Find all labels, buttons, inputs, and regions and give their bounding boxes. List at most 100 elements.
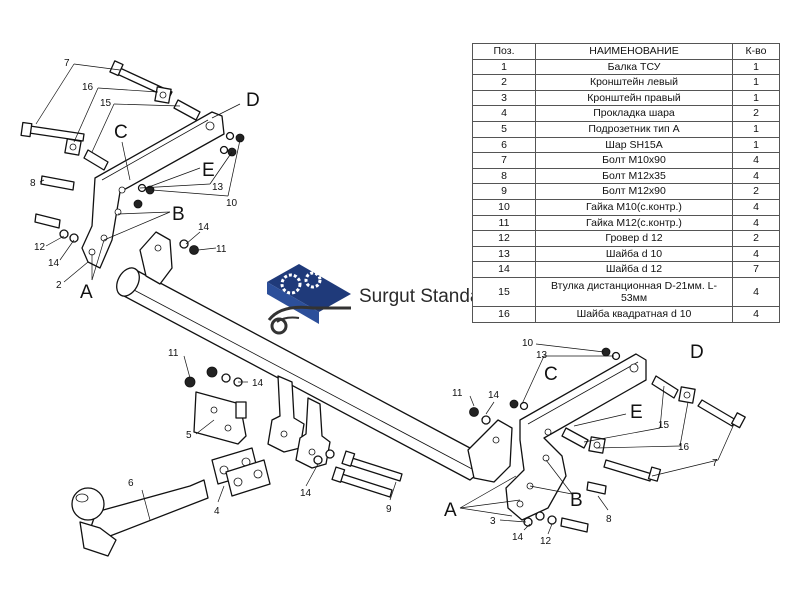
spacer-sleeve-right-upper	[651, 375, 679, 399]
cell-qty: 1	[732, 120, 780, 138]
spacer-sleeve-upper	[173, 99, 201, 121]
table-header-row: Поз. НАИМЕНОВАНИЕ К-во	[472, 43, 780, 60]
cell-qty: 4	[732, 152, 780, 169]
callout-8-right: 8	[606, 514, 612, 525]
cell-name: Прокладка шара	[535, 105, 733, 122]
cell-qty: 4	[732, 167, 780, 185]
letter-B-left: B	[172, 204, 185, 225]
cell-pos: 15	[472, 276, 536, 307]
tow-ball	[71, 479, 209, 557]
callout-14-center: 14	[300, 488, 312, 499]
letter-B-right: B	[570, 490, 583, 511]
callout-11-mid: 11	[168, 348, 179, 359]
cell-name: Шайба d 12	[535, 261, 733, 278]
cell-pos: 10	[472, 198, 536, 216]
ball-arm	[79, 521, 117, 557]
spacer-sleeve-right-lower	[561, 427, 589, 449]
socket-plate-group	[184, 366, 247, 445]
cell-pos: 9	[472, 183, 536, 200]
cell-qty: 2	[732, 230, 780, 247]
callout-6: 6	[128, 478, 134, 489]
ball-spacer-2	[225, 459, 271, 497]
bolt-m10x90-right-upper	[697, 399, 737, 427]
cell-name: Кронштейн правый	[535, 89, 733, 107]
callout-12: 12	[34, 242, 46, 253]
cell-pos: 13	[472, 245, 536, 263]
cell-qty: 1	[732, 89, 780, 107]
cell-pos: 12	[472, 230, 536, 247]
callout-15: 15	[100, 98, 112, 109]
header-name: НАИМЕНОВАНИЕ	[535, 43, 733, 60]
callout-13-right: 13	[536, 350, 548, 361]
callout-16: 16	[82, 82, 94, 93]
header-pos: Поз.	[472, 43, 536, 60]
cell-qty: 2	[732, 105, 780, 122]
cell-pos: 14	[472, 261, 536, 278]
callout-14-mid: 14	[252, 378, 264, 389]
ball-head	[71, 487, 105, 521]
letter-C-right: C	[544, 364, 558, 385]
cell-pos: 5	[472, 120, 536, 138]
bolts-m12x90	[313, 449, 403, 498]
letter-D-right: D	[690, 342, 704, 363]
cell-name: Гайка М12(с.контр.)	[535, 214, 733, 232]
callout-11-right: 11	[452, 388, 463, 399]
cell-name: Втулка дистанционная D-21мм. L-53мм	[535, 276, 733, 307]
cell-qty: 7	[732, 261, 780, 278]
letter-E-left: E	[202, 160, 215, 181]
cell-name: Гайка М10(с.контр.)	[535, 198, 733, 216]
cell-pos: 7	[472, 152, 536, 169]
cell-name: Болт М12х35	[535, 167, 733, 185]
bolt-m12x35-upper	[40, 175, 75, 191]
callout-10: 10	[226, 198, 238, 209]
cell-qty: 1	[732, 58, 780, 76]
cell-pos: 1	[472, 58, 536, 76]
callout-8: 8	[30, 178, 36, 189]
letter-D-left: D	[246, 90, 260, 111]
callout-14-left: 14	[198, 222, 210, 233]
callout-9: 9	[386, 504, 392, 515]
callout-11: 11	[216, 244, 227, 255]
cell-qty: 4	[732, 198, 780, 216]
cell-name: Шайба квадратная d 10	[535, 305, 733, 323]
callout-14-right-bottom: 14	[512, 532, 524, 543]
letter-E-right: E	[630, 402, 643, 423]
header-qty: К-во	[732, 43, 780, 60]
bolt-m10x90-right-lower	[603, 459, 653, 482]
cell-qty: 4	[732, 305, 780, 323]
cell-name: Гровер d 12	[535, 230, 733, 247]
bolt-m12x35-right-upper	[586, 481, 607, 495]
callout-16-right: 16	[678, 442, 690, 453]
bolt-m12x35-right-lower	[560, 517, 589, 533]
watermark-text: Surgut Standart	[359, 286, 493, 307]
cell-qty: 4	[732, 214, 780, 232]
callout-13: 13	[212, 182, 224, 193]
cell-name: Шар SH15A	[535, 136, 733, 154]
cell-name: Кронштейн левый	[535, 74, 733, 91]
cell-name: Болт М12х90	[535, 183, 733, 200]
beam-right-plate	[467, 419, 513, 483]
letter-A-left: A	[80, 282, 93, 303]
cell-qty: 1	[732, 74, 780, 91]
callout-7-right: 7	[712, 458, 718, 469]
callout-15-right: 15	[658, 420, 670, 431]
cell-pos: 16	[472, 305, 536, 323]
callout-4: 4	[214, 506, 220, 517]
callout-2: 2	[56, 280, 62, 291]
cell-qty: 2	[732, 183, 780, 200]
